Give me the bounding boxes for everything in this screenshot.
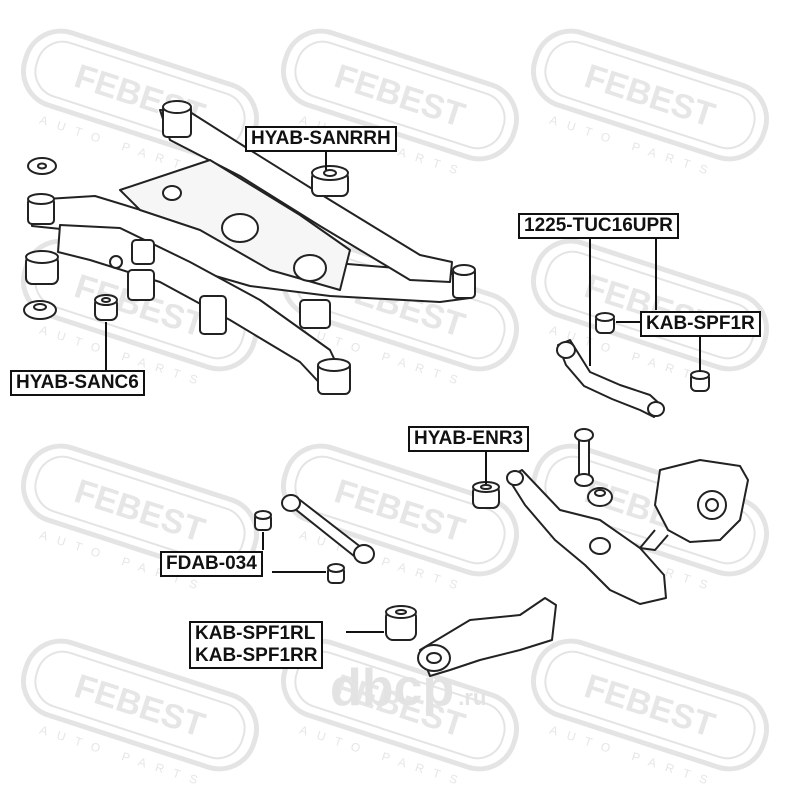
leader-lines: [105, 148, 701, 633]
lateral-link: [254, 494, 375, 584]
site-watermark: dbcp.ru: [330, 659, 486, 717]
trailing-arm: [385, 597, 557, 677]
callout-fdab-034: FDAB-034: [160, 551, 263, 577]
callout-hyab-sanrrh: HYAB-SANRRH: [245, 126, 397, 152]
upper-control-arm: [556, 339, 665, 418]
steering-knuckle: [639, 459, 749, 551]
bushing-sanrrh: [311, 165, 349, 197]
callout-kab-spf1rl: KAB-SPF1RL: [195, 623, 316, 644]
callout-kab-spf1rr: KAB-SPF1RR: [195, 645, 318, 666]
bushing-enr3: [472, 481, 500, 509]
callout-kab-spf1rl-rr: KAB-SPF1RL KAB-SPF1RR: [189, 621, 324, 669]
bushing-sanc6: [94, 294, 118, 321]
stabilizer-link: [574, 428, 613, 507]
callout-kab-spf1r: KAB-SPF1R: [640, 311, 761, 337]
bushing-spf1r: [595, 312, 710, 392]
lower-control-arm: [506, 469, 667, 605]
callout-hyab-sanc6: HYAB-SANC6: [10, 370, 145, 396]
callout-1225-tuc16upr: 1225-TUC16UPR: [518, 213, 679, 239]
rear-subframe: [23, 100, 476, 395]
callout-hyab-enr3: HYAB-ENR3: [408, 426, 530, 452]
